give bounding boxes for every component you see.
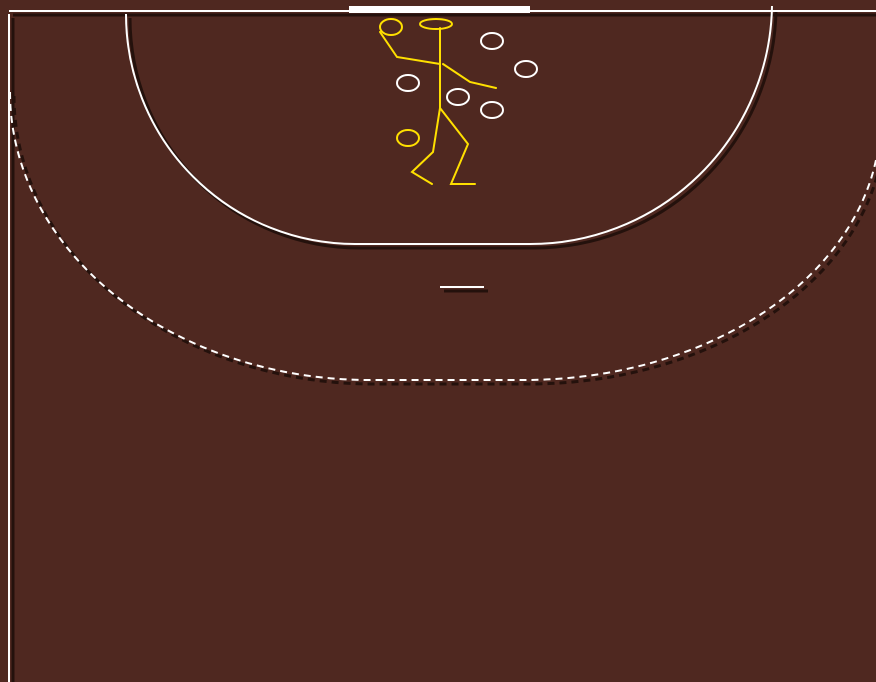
goal bbox=[349, 6, 530, 13]
